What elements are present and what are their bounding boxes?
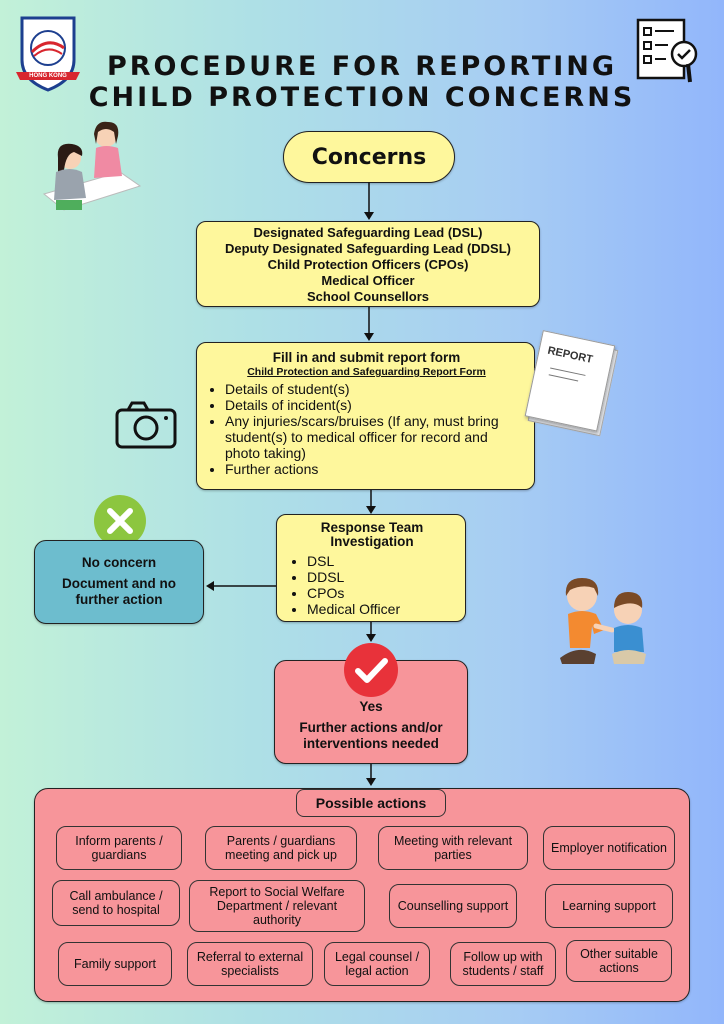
action-follow-up: Follow up with students / staff [450, 942, 556, 986]
action-call-ambulance: Call ambulance / send to hospital [52, 880, 180, 926]
action-parents-meeting: Parents / guardians meeting and pick up [205, 826, 357, 870]
role-medical-officer: Medical Officer [321, 273, 415, 288]
action-other-suitable: Other suitable actions [566, 940, 672, 982]
camera-icon [114, 400, 178, 450]
page-title-line2: CHILD PROTECTION CONCERNS [88, 82, 636, 113]
check-icon [343, 642, 399, 698]
page-title-line1: PROCEDURE FOR REPORTING [106, 51, 618, 82]
no-concern-text: Document and no further action [62, 576, 176, 607]
children-illustration [548, 570, 658, 670]
arrow-response-to-no-concern [206, 581, 276, 591]
arrow-response-to-yes [366, 622, 376, 642]
role-cpos: Child Protection Officers (CPOs) [267, 257, 469, 272]
report-item-injuries: Any injuries/scars/bruises (If any, must… [225, 413, 526, 461]
meeting-illustration [42, 114, 142, 214]
possible-actions-heading: Possible actions [296, 789, 446, 817]
action-referral-specialists: Referral to external specialists [187, 942, 313, 986]
action-inform-parents: Inform parents / guardians [56, 826, 182, 870]
action-counselling-support: Counselling support [389, 884, 517, 928]
action-legal-counsel: Legal counsel / legal action [324, 942, 430, 986]
concerns-label: Concerns [311, 144, 427, 170]
response-item-dsl: DSL [307, 553, 455, 569]
yes-box: Yes Further actions and/or interventions… [274, 660, 468, 764]
report-item-incident: Details of incident(s) [225, 397, 526, 413]
report-item-further-actions: Further actions [225, 461, 526, 477]
no-concern-title: No concern [81, 555, 157, 570]
action-report-social-welfare: Report to Social Welfare Department / re… [189, 880, 365, 932]
arrow-concerns-to-roles [364, 182, 374, 220]
checklist-icon [634, 16, 704, 88]
school-logo: HONG KONG [14, 14, 82, 94]
arrow-yes-to-actions [366, 764, 376, 786]
cross-icon [93, 494, 147, 548]
role-ddsl: Deputy Designated Safeguarding Lead (DDS… [224, 241, 512, 256]
report-paper-label: REPORT [546, 344, 594, 366]
report-heading: Fill in and submit report form [272, 350, 461, 365]
logo-banner-text: HONG KONG [29, 73, 67, 79]
action-employer-notification: Employer notification [543, 826, 675, 870]
report-items: Details of student(s) Details of inciden… [207, 381, 526, 477]
report-item-student: Details of student(s) [225, 381, 526, 397]
response-items: DSL DDSL CPOs Medical Officer [289, 553, 455, 617]
report-paper-illustration: REPORT [521, 328, 630, 445]
arrow-roles-to-report [364, 307, 374, 341]
response-item-cpos: CPOs [307, 585, 455, 601]
arrow-report-to-response [366, 490, 376, 514]
report-form-name: Child Protection and Safeguarding Report… [247, 366, 486, 378]
response-item-medical-officer: Medical Officer [307, 601, 455, 617]
concerns-box: Concerns [283, 131, 455, 183]
no-concern-box: No concern Document and no further actio… [34, 540, 204, 624]
response-heading: Response Team Investigation [320, 520, 424, 549]
action-family-support: Family support [58, 942, 172, 986]
roles-box: Designated Safeguarding Lead (DSL) Deput… [196, 221, 540, 307]
role-school-counsellors: School Counsellors [306, 289, 430, 304]
yes-title: Yes [359, 699, 383, 714]
action-meeting-parties: Meeting with relevant parties [378, 826, 528, 870]
report-form-box: Fill in and submit report form Child Pro… [196, 342, 535, 490]
possible-actions-heading-label: Possible actions [315, 795, 427, 811]
action-learning-support: Learning support [545, 884, 673, 928]
response-item-ddsl: DDSL [307, 569, 455, 585]
yes-text: Further actions and/or interventions nee… [299, 720, 443, 751]
response-team-box: Response Team Investigation DSL DDSL CPO… [276, 514, 466, 622]
role-dsl: Designated Safeguarding Lead (DSL) [253, 225, 483, 240]
